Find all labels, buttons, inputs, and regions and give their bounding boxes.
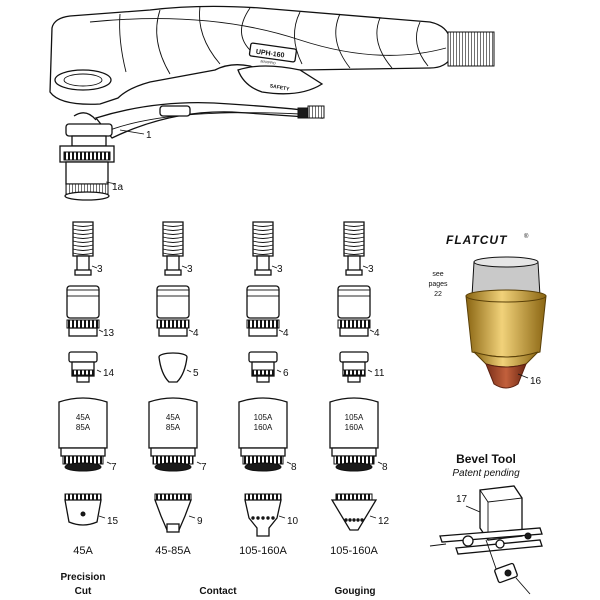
torch-sub-label: MAXPRO: [260, 59, 276, 65]
category-precision-line2: Cut: [75, 586, 92, 597]
callout-c1-nozzle: 14: [103, 368, 115, 379]
callout-c1-cup: 7: [111, 462, 117, 473]
torch-handle: UPH-160 MAXPRO SAFETY: [49, 5, 495, 105]
cup-text-c1-1: 45A: [76, 413, 91, 422]
column-c2: [148, 221, 202, 533]
callout-c1-shield: 15: [107, 516, 119, 527]
cup-text-c2-1: 45A: [166, 413, 181, 422]
callout-c4-cup: 8: [382, 462, 388, 473]
cup-text-c3-1: 105A: [254, 413, 273, 422]
callout-c2-swirl: 3: [187, 264, 193, 275]
callout-c3-nozzle: 6: [283, 368, 289, 379]
current-c2: 45-85A: [155, 545, 191, 557]
bevel-tool: Bevel Tool Patent pending 17: [429, 452, 543, 595]
callout-1a: 1a: [112, 182, 124, 193]
flatcut-mark: ®: [524, 233, 529, 240]
cup-text-c1-2: 85A: [76, 423, 91, 432]
safety-label: SAFETY: [269, 83, 290, 92]
column-c3: [238, 221, 292, 537]
callout-c2-electrode: 4: [193, 328, 199, 339]
current-c3: 105-160A: [239, 545, 287, 557]
bevel-subtitle: Patent pending: [452, 468, 520, 479]
callout-c1-electrode: 13: [103, 328, 115, 339]
callout-c3-shield: 10: [287, 516, 299, 527]
cup-text-c4-1: 105A: [345, 413, 364, 422]
bevel-callout: 17: [456, 494, 468, 505]
current-c1: 45A: [73, 545, 93, 557]
flatcut-callout: 16: [530, 376, 542, 387]
flatcut-see-line3: 22: [434, 291, 442, 298]
category-contact: Contact: [199, 586, 237, 597]
flatcut-see-line2: pages: [428, 281, 448, 288]
flatcut-see-line1: see: [432, 271, 443, 278]
current-c4: 105-160A: [330, 545, 378, 557]
cup-text-c3-2: 160A: [254, 423, 273, 432]
category-precision-line1: Precision: [60, 572, 105, 583]
callout-c4-nozzle: 11: [374, 368, 385, 379]
callout-c2-nozzle: 5: [193, 368, 199, 379]
cup-text-c2-2: 85A: [166, 423, 181, 432]
callout-1: 1: [146, 130, 152, 141]
column-c4: [329, 221, 383, 531]
cup-text-c4-2: 160A: [345, 423, 364, 432]
callout-c4-electrode: 4: [374, 328, 380, 339]
consumable-columns: 3131445A85A71545A34545A85A7945-85A346105…: [58, 221, 390, 557]
callout-c4-shield: 12: [378, 516, 390, 527]
callout-c3-cup: 8: [291, 462, 297, 473]
callout-c4-swirl: 3: [368, 264, 374, 275]
callout-c3-swirl: 3: [277, 264, 283, 275]
callout-c3-electrode: 4: [283, 328, 289, 339]
torch-head-lead: [59, 101, 325, 201]
flatcut-part: FLATCUT ® see pages 22 16: [428, 233, 547, 389]
callout-c1-swirl: 3: [97, 264, 103, 275]
torch-thread: [447, 31, 495, 67]
callout-c2-cup: 7: [201, 462, 207, 473]
callout-c2-shield: 9: [197, 516, 203, 527]
torch-model-label: UPH-160: [255, 49, 285, 60]
bevel-title: Bevel Tool: [456, 452, 516, 466]
flatcut-brand: FLATCUT: [446, 233, 508, 247]
category-gouging: Gouging: [334, 586, 375, 597]
column-c1: [58, 221, 112, 526]
